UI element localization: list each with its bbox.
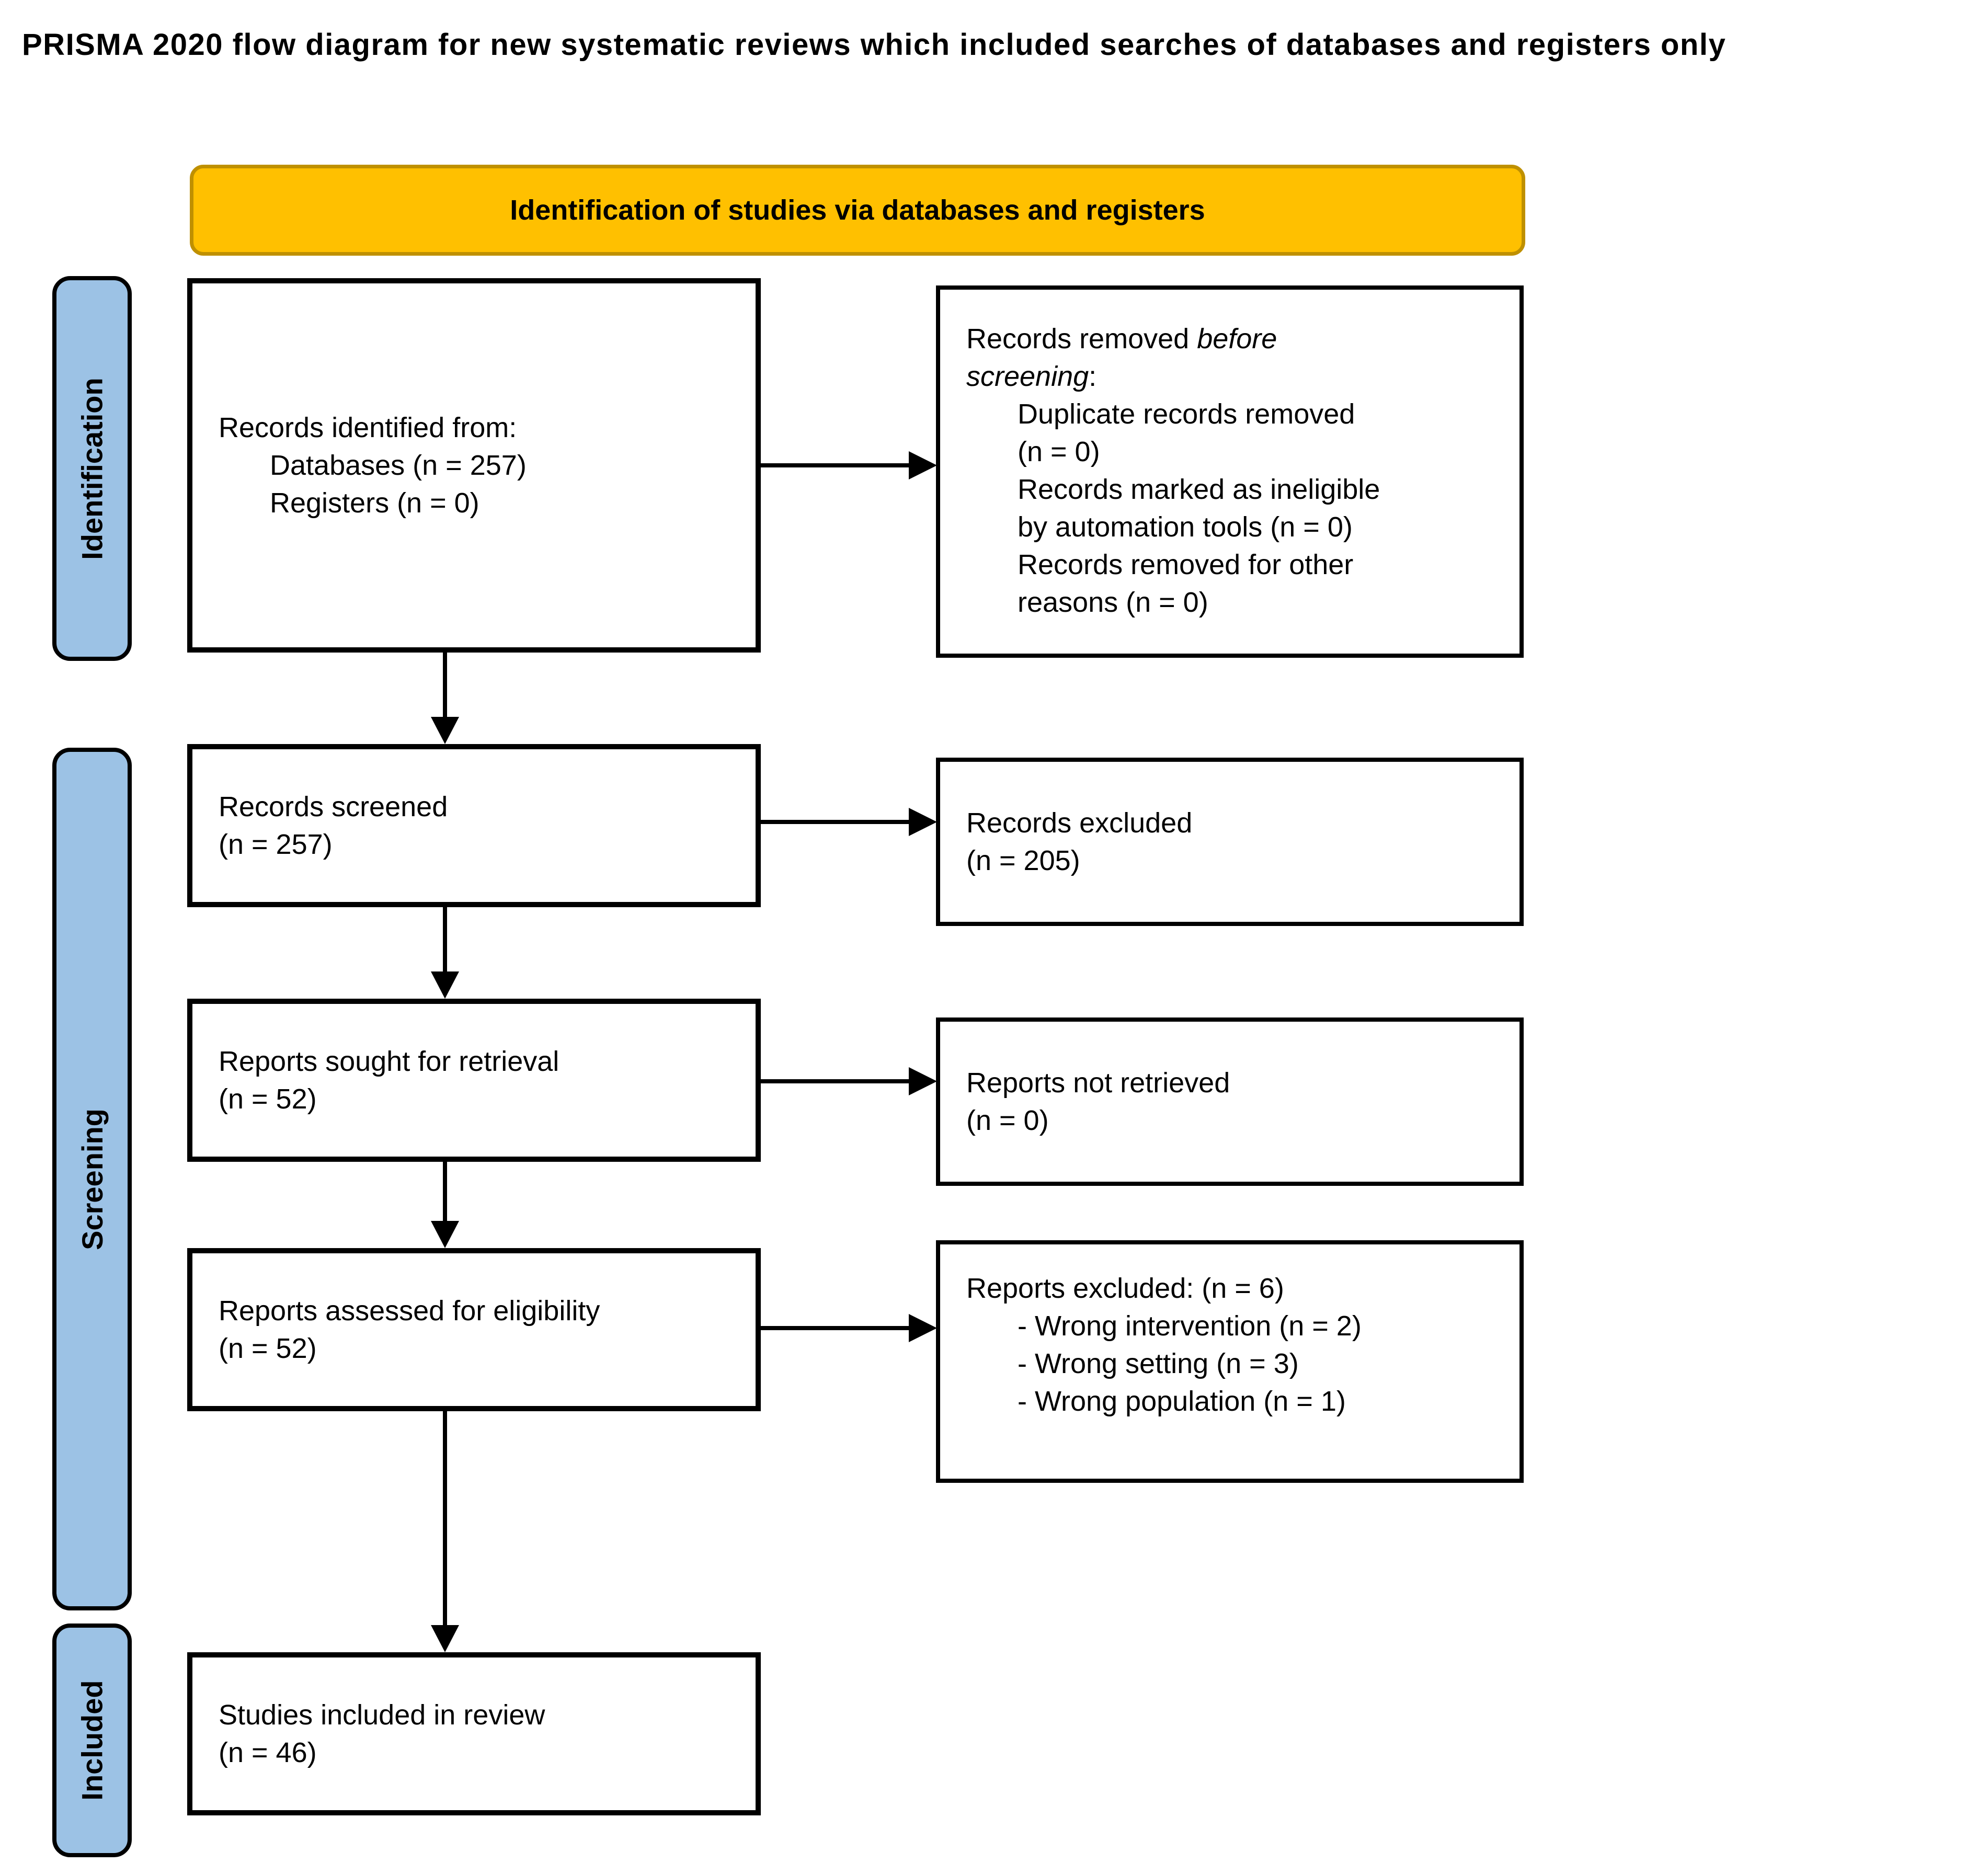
text-line: (n = 205) — [966, 845, 1080, 876]
box-reports-not-retrieved: Reports not retrieved (n = 0) — [936, 1017, 1524, 1186]
box-records-screened: Records screened (n = 257) — [187, 744, 761, 907]
text-line: reasons (n = 0) — [1018, 587, 1208, 618]
text-line: Reports assessed for eligibility — [219, 1295, 600, 1327]
text-line: (n = 257) — [219, 829, 333, 860]
text-line: by automation tools (n = 0) — [1018, 511, 1353, 543]
text-line: (n = 0) — [1018, 436, 1100, 467]
box-records-identified: Records identified from: Databases (n = 2… — [187, 278, 761, 653]
arrow-sought-to-not-retrieved — [761, 1079, 911, 1083]
arrowhead-down-icon — [431, 717, 459, 744]
arrowhead-down-icon — [431, 1625, 459, 1652]
text-line: screening: — [966, 358, 1504, 395]
text-line: Records screened — [219, 791, 448, 822]
arrow-screened-to-excluded — [761, 820, 911, 824]
sidebar-screening: Screening — [52, 748, 132, 1610]
box-reports-sought: Reports sought for retrieval (n = 52) — [187, 999, 761, 1162]
arrowhead-down-icon — [431, 1221, 459, 1248]
page-title: PRISMA 2020 flow diagram for new systema… — [22, 28, 1727, 62]
text-segment: : — [1089, 361, 1097, 392]
text-segment: Records removed — [966, 323, 1197, 355]
box-reports-assessed: Reports assessed for eligibility (n = 52) — [187, 1248, 761, 1411]
arrow-sought-to-assessed — [443, 1162, 447, 1223]
text-line: - Wrong intervention (n = 2) — [1018, 1310, 1362, 1342]
sidebar-included: Included — [52, 1624, 132, 1857]
text-line: Records excluded — [966, 807, 1193, 839]
text-line: Reports excluded: (n = 6) — [966, 1273, 1284, 1304]
sidebar-screening-label: Screening — [75, 1108, 109, 1250]
arrowhead-down-icon — [431, 971, 459, 999]
text-line: (n = 46) — [219, 1737, 317, 1768]
text-line: Duplicate records removed — [1018, 398, 1355, 430]
text-line: Records removed for other — [1018, 549, 1354, 580]
arrow-identified-to-removed — [761, 463, 911, 467]
arrow-screened-to-sought — [443, 907, 447, 974]
arrow-identified-to-screened — [443, 653, 447, 719]
arrowhead-right-icon — [909, 808, 937, 836]
sidebar-included-label: Included — [75, 1680, 109, 1801]
box-records-excluded: Records excluded (n = 205) — [936, 758, 1524, 926]
sidebar-identification: Identification — [52, 276, 132, 661]
arrowhead-right-icon — [909, 451, 937, 479]
text-segment-italic: before — [1197, 323, 1277, 355]
text-segment-italic: screening — [966, 361, 1089, 392]
arrowhead-right-icon — [909, 1314, 937, 1342]
text-line: - Wrong setting (n = 3) — [1018, 1348, 1299, 1379]
text-line: Records removed before — [966, 320, 1504, 358]
text-line: Registers (n = 0) — [270, 487, 479, 519]
text-line: Records marked as ineligible — [1018, 474, 1380, 505]
text-line: (n = 52) — [219, 1083, 317, 1115]
arrow-assessed-to-included — [443, 1411, 447, 1627]
box-studies-included: Studies included in review (n = 46) — [187, 1652, 761, 1815]
text-line: - Wrong population (n = 1) — [1018, 1386, 1346, 1417]
arrow-assessed-to-reports-excluded — [761, 1326, 911, 1330]
text-line: Reports sought for retrieval — [219, 1046, 559, 1077]
header-banner-label: Identification of studies via databases … — [510, 195, 1205, 226]
header-banner: Identification of studies via databases … — [190, 165, 1525, 256]
text-line: Records identified from: — [219, 412, 517, 443]
text-line: Databases (n = 257) — [270, 450, 527, 481]
arrowhead-right-icon — [909, 1067, 937, 1095]
text-line: (n = 0) — [966, 1105, 1049, 1136]
box-reports-excluded: Reports excluded: (n = 6) - Wrong interve… — [936, 1240, 1524, 1483]
text-line: (n = 52) — [219, 1333, 317, 1364]
text-line: Studies included in review — [219, 1699, 545, 1731]
sidebar-identification-label: Identification — [75, 377, 109, 560]
text-line: Reports not retrieved — [966, 1067, 1230, 1099]
